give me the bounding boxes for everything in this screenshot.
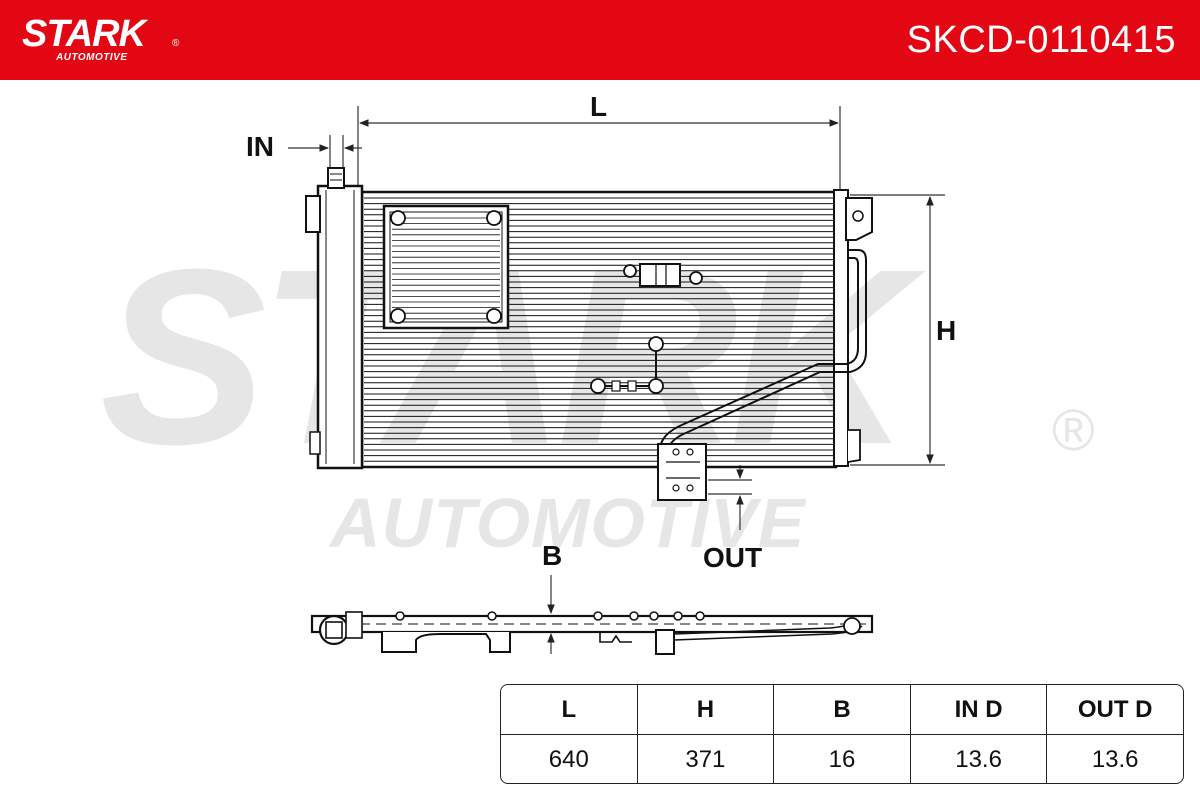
label-depth: B <box>542 540 563 571</box>
spec-header-cell: B <box>773 685 910 734</box>
dimension-inlet <box>288 135 362 185</box>
label-inlet: IN <box>246 131 274 162</box>
condenser-side-view <box>310 611 874 655</box>
spec-value-row: 640 371 16 13.6 13.6 <box>501 734 1183 783</box>
watermark-subtitle: AUTOMOTIVE <box>330 484 806 562</box>
spec-header-cell: L <box>561 695 577 723</box>
label-length: L <box>590 91 608 122</box>
spec-value-cell: 13.6 <box>909 735 1047 783</box>
condenser-front-view <box>305 167 873 501</box>
spec-header-row: L H B IN D OUT D <box>501 685 1183 734</box>
spec-header-cell: IN D <box>909 685 1047 734</box>
logo-subtitle: AUTOMOTIVE <box>56 52 128 63</box>
dimension-height <box>850 194 945 466</box>
logo-registered-mark: ® <box>172 38 180 49</box>
spec-header-cell: H <box>636 685 774 734</box>
header-bar: STARK ® AUTOMOTIVE SKCD-0110415 <box>0 0 1200 80</box>
spec-table: L H B IN D OUT D 640 371 16 13.6 13.6 <box>500 684 1184 784</box>
stark-logo: STARK ® AUTOMOTIVE <box>22 12 192 72</box>
spec-header-cell: OUT D <box>1046 685 1183 734</box>
spec-value-cell: 13.6 <box>1046 735 1183 783</box>
watermark-registered-mark: ® <box>1052 398 1095 463</box>
spec-value-cell: 371 <box>636 735 774 783</box>
spec-value-cell: 16 <box>773 735 910 783</box>
part-number: SKCD-0110415 <box>906 19 1176 61</box>
label-outlet: OUT <box>703 542 763 573</box>
spec-value-cell: 640 <box>548 745 589 773</box>
dimension-outlet <box>708 465 752 530</box>
logo-brand: STARK <box>22 13 146 55</box>
dimension-length <box>357 106 841 195</box>
label-height: H <box>936 315 957 346</box>
